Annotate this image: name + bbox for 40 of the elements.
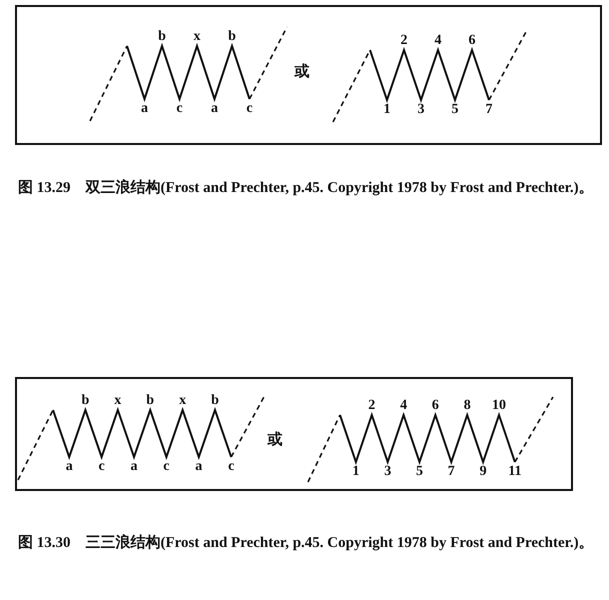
- wave-point-label: c: [98, 460, 105, 474]
- wave-point-label: 7: [486, 103, 492, 117]
- wave-point-label: x: [194, 30, 200, 44]
- wave-point-label: 3: [384, 465, 392, 479]
- wave-point-label: x: [114, 394, 122, 408]
- wave-point-label: 5: [452, 103, 458, 117]
- wave-point-label: b: [82, 394, 90, 408]
- wave-point-label: 2: [400, 34, 408, 48]
- separator-word: 或: [268, 433, 282, 447]
- figure-caption: 图 13.29 双三浪结构(Frost and Prechter, p.45. Copyright 1978 by Frost and Prechter.)。: [18, 178, 595, 198]
- wave-point-label: 4: [434, 34, 442, 48]
- wave-point-label: 9: [480, 465, 487, 479]
- wave-point-label: a: [66, 460, 73, 474]
- wave-point-label: b: [228, 30, 236, 44]
- wave-point-label: 7: [448, 465, 455, 479]
- wave-point-label: 1: [384, 103, 390, 117]
- wave-point-label: a: [211, 102, 218, 116]
- wave-point-label: 10: [492, 399, 506, 413]
- wave-point-label: 6: [432, 399, 439, 413]
- wave-point-label: 8: [464, 399, 471, 413]
- wave-point-label: 2: [368, 399, 376, 413]
- wave-point-label: a: [141, 102, 148, 116]
- wave-point-label: x: [179, 394, 186, 408]
- wave-point-label: 5: [416, 465, 423, 479]
- wave-point-label: b: [158, 30, 166, 44]
- wave-point-label: 1: [352, 465, 360, 479]
- wave-point-label: a: [130, 460, 138, 474]
- wave-point-label: 11: [508, 465, 522, 479]
- wave-point-label: a: [195, 460, 202, 474]
- wave-point-label: 4: [400, 399, 408, 413]
- wave-point-label: c: [163, 460, 170, 474]
- wave-point-label: 3: [418, 103, 424, 117]
- separator-word: 或: [294, 65, 310, 79]
- wave-point-label: 6: [468, 34, 476, 48]
- wave-point-label: c: [228, 460, 234, 474]
- wave-point-label: b: [146, 394, 154, 408]
- wave-point-label: c: [246, 102, 253, 116]
- wave-point-label: c: [176, 102, 183, 116]
- wave-point-label: b: [211, 394, 219, 408]
- figure-caption: 图 13.30 三三浪结构(Frost and Prechter, p.45. Copyright 1978 by Frost and Prechter.)。: [18, 533, 595, 553]
